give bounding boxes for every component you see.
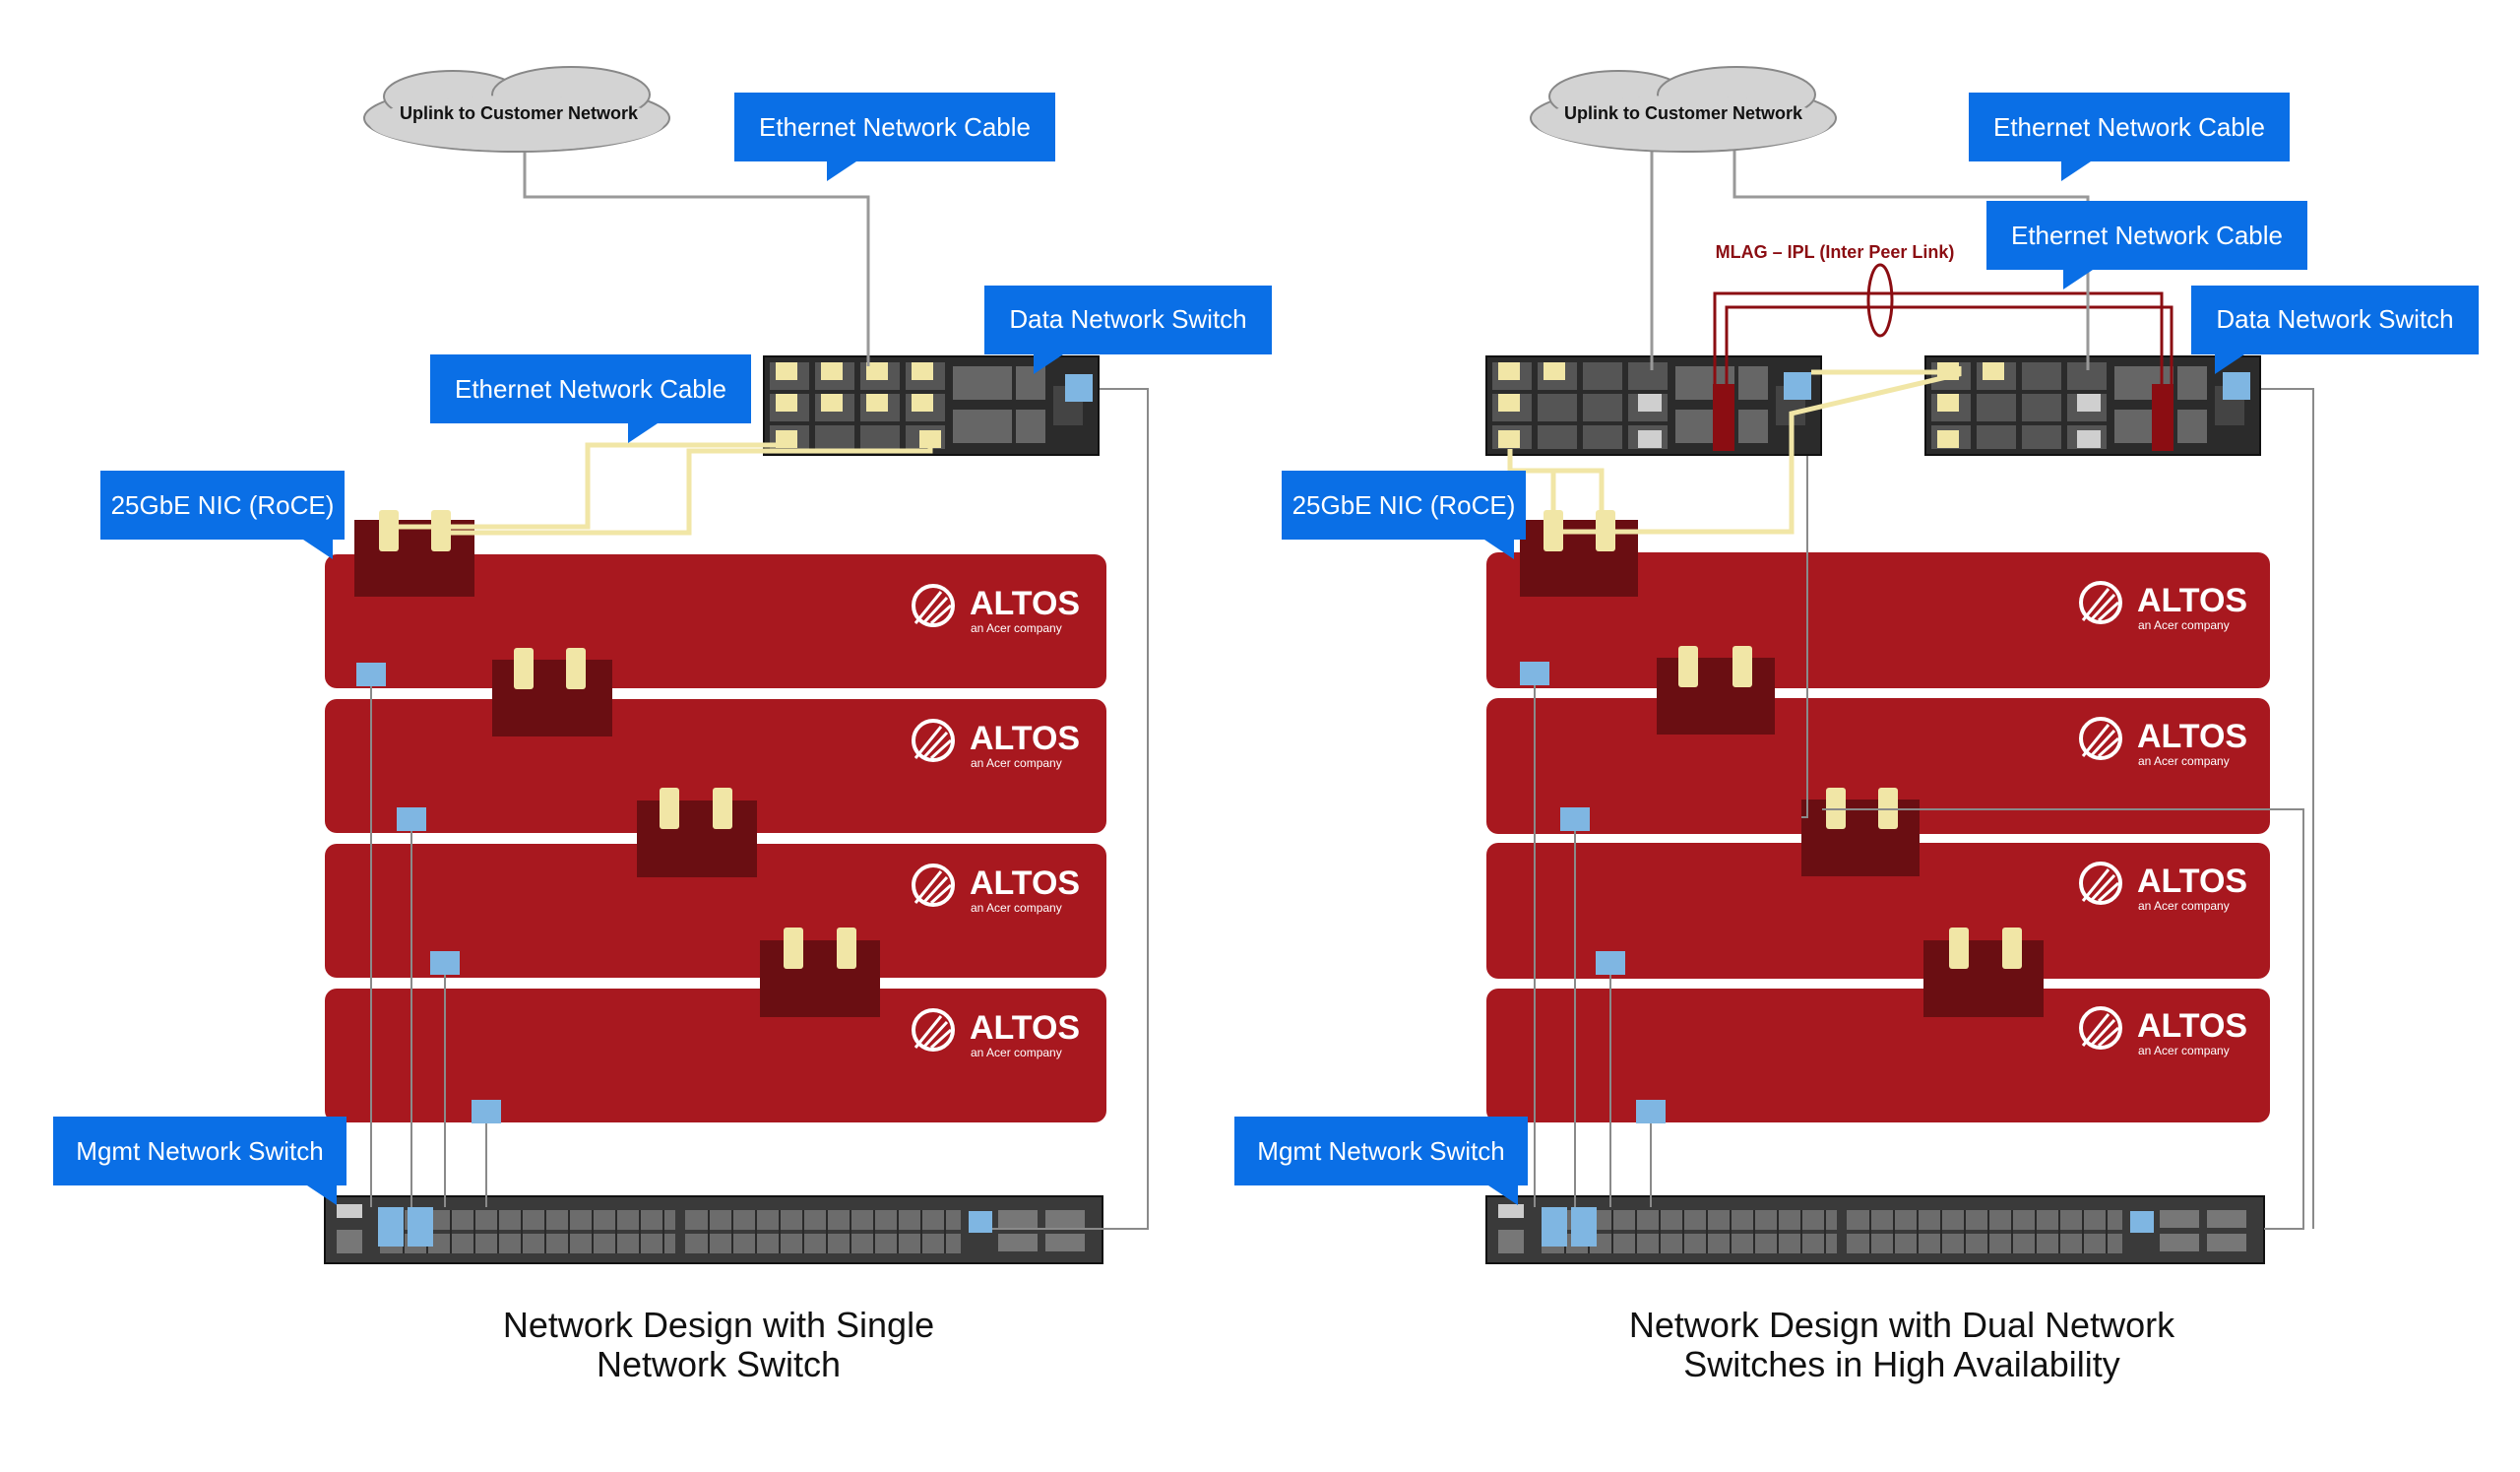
fiber-cables (386, 440, 933, 536)
mgmt-port (472, 1100, 501, 1123)
right-server-4 (1486, 989, 2270, 1122)
svg-text:ALTOS: ALTOS (970, 1009, 1080, 1047)
nic-card (760, 928, 880, 1017)
svg-text:an Acer company: an Acer company (2138, 1044, 2230, 1057)
mgmt-port (397, 807, 426, 831)
mlag-links (1713, 263, 2174, 386)
uplink-cloud: Uplink to Customer Network (363, 66, 670, 153)
svg-text:an Acer company: an Acer company (971, 621, 1062, 635)
callout-ethernet-cable-top: Ethernet Network Cable (734, 93, 1055, 181)
svg-text:25GbE NIC (RoCE): 25GbE NIC (RoCE) (111, 490, 335, 520)
mgmt-port (356, 663, 386, 686)
svg-text:Ethernet Network Cable: Ethernet Network Cable (2011, 221, 2283, 250)
right-data-switch-b (1924, 355, 2261, 456)
left-server-4 (325, 989, 1106, 1122)
callout-ethernet-cable-mid: Ethernet Network Cable (430, 354, 751, 443)
callout-ethernet-cable-second: Ethernet Network Cable (1986, 201, 2307, 289)
svg-text:Ethernet Network Cable: Ethernet Network Cable (759, 112, 1031, 142)
mgmt-cables (370, 388, 1149, 1230)
svg-text:25GbE NIC (RoCE): 25GbE NIC (RoCE) (1292, 490, 1516, 520)
mgmt-port (1520, 662, 1549, 685)
callout-ethernet-cable-top: Ethernet Network Cable (1969, 93, 2290, 181)
mgmt-port (1636, 1100, 1666, 1123)
left-caption-line2: Network Switch (597, 1344, 841, 1384)
left-data-switch (763, 355, 1100, 456)
left-caption-line1: Network Design with Single (503, 1305, 934, 1345)
svg-text:Mgmt Network Switch: Mgmt Network Switch (1257, 1136, 1504, 1166)
callout-data-switch: Data Network Switch (2191, 286, 2479, 374)
right-mgmt-switch (1485, 1195, 2265, 1264)
nic-card (354, 510, 474, 597)
svg-text:an Acer company: an Acer company (2138, 899, 2230, 913)
right-caption-line1: Network Design with Dual Network (1629, 1305, 2175, 1345)
mgmt-port (430, 951, 460, 975)
uplink-cable (523, 148, 870, 366)
svg-text:Ethernet Network Cable: Ethernet Network Cable (455, 374, 726, 404)
svg-text:ALTOS: ALTOS (970, 864, 1080, 902)
left-mgmt-switch (324, 1195, 1103, 1264)
svg-text:Data Network Switch: Data Network Switch (2216, 304, 2453, 334)
right-data-switch-a (1485, 355, 1822, 456)
callout-mgmt-switch: Mgmt Network Switch (53, 1117, 346, 1205)
nic-card (1801, 788, 1920, 876)
svg-text:ALTOS: ALTOS (2137, 718, 2247, 755)
svg-text:ALTOS: ALTOS (970, 720, 1080, 757)
svg-text:Ethernet Network Cable: Ethernet Network Cable (1993, 112, 2265, 142)
svg-text:an Acer company: an Acer company (2138, 754, 2230, 768)
uplink-cables (1650, 148, 2090, 370)
fiber-cables (1507, 366, 1962, 535)
svg-text:Data Network Switch: Data Network Switch (1009, 304, 1246, 334)
svg-text:an Acer company: an Acer company (971, 901, 1062, 915)
svg-text:Mgmt Network Switch: Mgmt Network Switch (76, 1136, 323, 1166)
nic-card (637, 788, 757, 877)
svg-text:Uplink to Customer Network: Uplink to Customer Network (1564, 103, 1803, 123)
callout-nic: 25GbE NIC (RoCE) (1282, 471, 1526, 559)
nic-card (1657, 646, 1775, 735)
svg-text:an Acer company: an Acer company (2138, 618, 2230, 632)
left-server-3 (325, 844, 1106, 978)
right-server-3 (1486, 843, 2270, 979)
callout-mgmt-switch: Mgmt Network Switch (1234, 1117, 1528, 1205)
nic-card (1923, 928, 2044, 1017)
mlag-label: MLAG – IPL (Inter Peer Link) (1716, 242, 1955, 262)
mgmt-port (1560, 807, 1590, 831)
svg-text:ALTOS: ALTOS (970, 585, 1080, 622)
svg-text:an Acer company: an Acer company (971, 756, 1062, 770)
mgmt-port (1596, 951, 1625, 975)
svg-text:ALTOS: ALTOS (2137, 863, 2247, 900)
uplink-cloud: Uplink to Customer Network (1530, 66, 1837, 153)
svg-text:an Acer company: an Acer company (971, 1046, 1062, 1059)
nic-card (492, 648, 612, 736)
callout-data-switch: Data Network Switch (984, 286, 1272, 374)
callout-nic: 25GbE NIC (RoCE) (100, 471, 345, 559)
svg-text:Uplink to Customer Network: Uplink to Customer Network (400, 103, 639, 123)
nic-card (1520, 510, 1638, 597)
svg-text:ALTOS: ALTOS (2137, 582, 2247, 619)
right-caption-line2: Switches in High Availability (1683, 1344, 2120, 1384)
svg-text:ALTOS: ALTOS (2137, 1007, 2247, 1045)
